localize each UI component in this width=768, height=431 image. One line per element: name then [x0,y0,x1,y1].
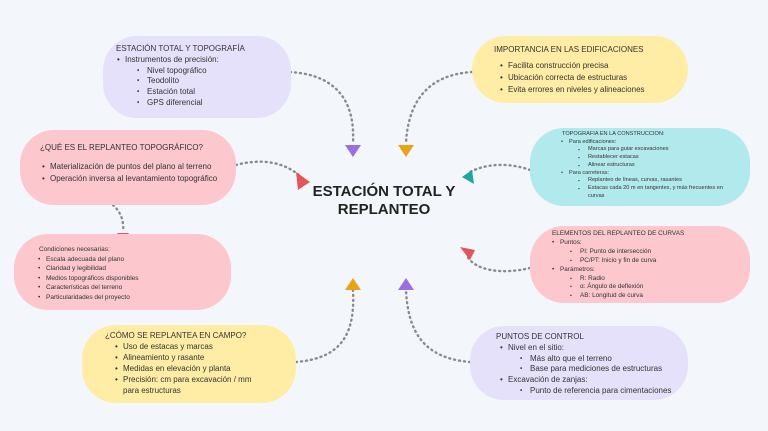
list-item: Medios topográficos disponibles [38,274,221,284]
sub-item: GPS diferencial [133,98,279,109]
list-item: Características del terreno [38,283,221,293]
node-topografia-construccion[interactable]: TOPOGRAFIA EN LA CONSTRUCCION: Para edif… [530,128,750,206]
node-title: TOPOGRAFIA EN LA CONSTRUCCION: [562,131,665,137]
node-title: IMPORTANCIA EN LAS EDIFICACIONES [494,45,644,54]
connector-como [294,288,355,364]
connector-que-es-condiciones [111,203,125,234]
list-item: Particularidades del proyecto [38,293,221,303]
sub-item: Estación total [133,87,279,98]
list-item: Parámetros: [552,266,740,275]
sub-item: Replanteo de líneas, curvas, rasantes [574,177,740,185]
connector-topo [468,163,532,174]
sub-item: Punto de referencia para cimentaciones [516,386,678,397]
sub-item: Más alto que el terreno [516,354,678,365]
connector-elementos [465,254,532,273]
sub-item: Marcas para guiar excavaciones [574,146,740,154]
arrow-importancia [398,145,414,157]
sub-item: α: Ángulo de deflexión [566,283,740,292]
node-puntos-de-control[interactable]: PUNTOS DE CONTROL Nivel en el sitio: Más… [470,326,688,400]
node-condiciones-necesarias[interactable]: Condiciones necesarias: Escala adecuada … [14,234,231,310]
list-item: Puntos: [552,239,740,248]
list-item: Alineamiento y rasante [115,353,284,364]
sub-item: Restablecer estacas [574,154,740,162]
arrow-como [345,278,361,290]
list-item: Uso de estacas y marcas [115,342,284,353]
node-title: ¿QUÉ ES EL REPLANTEO TOPOGRÁFICO? [40,143,204,152]
arrow-elementos [460,247,475,260]
list-item: Precisión: cm para excavación / mm para … [115,375,258,397]
central-topic[interactable]: ESTACIÓN TOTAL Y REPLANTEO [312,183,456,218]
list-item: Para edificaciones: [561,139,740,147]
list-item: Facilita construcción precisa [500,60,676,72]
node-title: ELEMENTOS DEL REPLANTEO DE CURVAS [552,230,685,237]
node-title: ¿CÓMO SE REPLANTEA EN CAMPO? [105,331,247,340]
connector-importancia [404,70,474,145]
sub-item: Alinear estructuras [574,162,740,170]
list-item: Instrumentos de precisión: [117,55,279,66]
sub-item: Nivel topográfico [133,66,279,77]
list-item: Medidas en elevación y planta [115,364,284,375]
sub-item: Teodolito [133,76,279,87]
node-que-es-replanteo[interactable]: ¿QUÉ ES EL REPLANTEO TOPOGRÁFICO? Materi… [20,130,236,205]
list-item: Escala adecuada del plano [38,255,221,265]
node-estacion-total-topografia[interactable]: ESTACIÓN TOTAL Y TOPOGRAFÍA Instrumentos… [103,36,291,118]
arrow-que-es [296,172,310,190]
arrow-estacion [345,145,361,157]
arrow-puntos [398,278,414,290]
list-item: Excavación de zanjas: [500,375,678,386]
list-item: Ubicación correcta de estructuras [500,72,676,84]
sub-item: R: Radio [566,275,740,284]
sub-item: Base para mediciones de estructuras [516,364,678,375]
list-item: Para carreteras: [561,170,740,178]
connector-que-es [234,160,304,180]
arrow-topo [462,170,474,184]
node-elementos-replanteo-curvas[interactable]: ELEMENTOS DEL REPLANTEO DE CURVAS Puntos… [530,226,750,303]
node-title: PUNTOS DE CONTROL [496,332,584,341]
list-item: Operación inversa al levantamiento topog… [42,173,224,185]
list-item: Nivel en el sitio: [500,343,678,354]
list-item: Materialización de puntos del plano al t… [42,161,224,173]
node-title: ESTACIÓN TOTAL Y TOPOGRAFÍA [116,44,245,53]
list-item: Evita errores en niveles y alineaciones [500,84,676,96]
node-importancia-edificaciones[interactable]: IMPORTANCIA EN LAS EDIFICACIONES Facilit… [472,36,688,103]
node-como-se-replantea[interactable]: ¿CÓMO SE REPLANTEA EN CAMPO? Uso de esta… [82,325,296,403]
connector-estacion [288,70,355,145]
sub-item: Estacas cada 20 m en tangentes, y más fr… [574,185,740,200]
sub-item: AB: Longitud de curva [566,292,740,301]
sub-item: PI: Punto de intersección [566,248,740,257]
list-item: Claridad y legibilidad [38,264,221,274]
connector-puntos [404,288,472,364]
sub-item: PC/PT: Inicio y fin de curva [566,257,740,266]
node-title: Condiciones necesarias: [39,246,110,253]
